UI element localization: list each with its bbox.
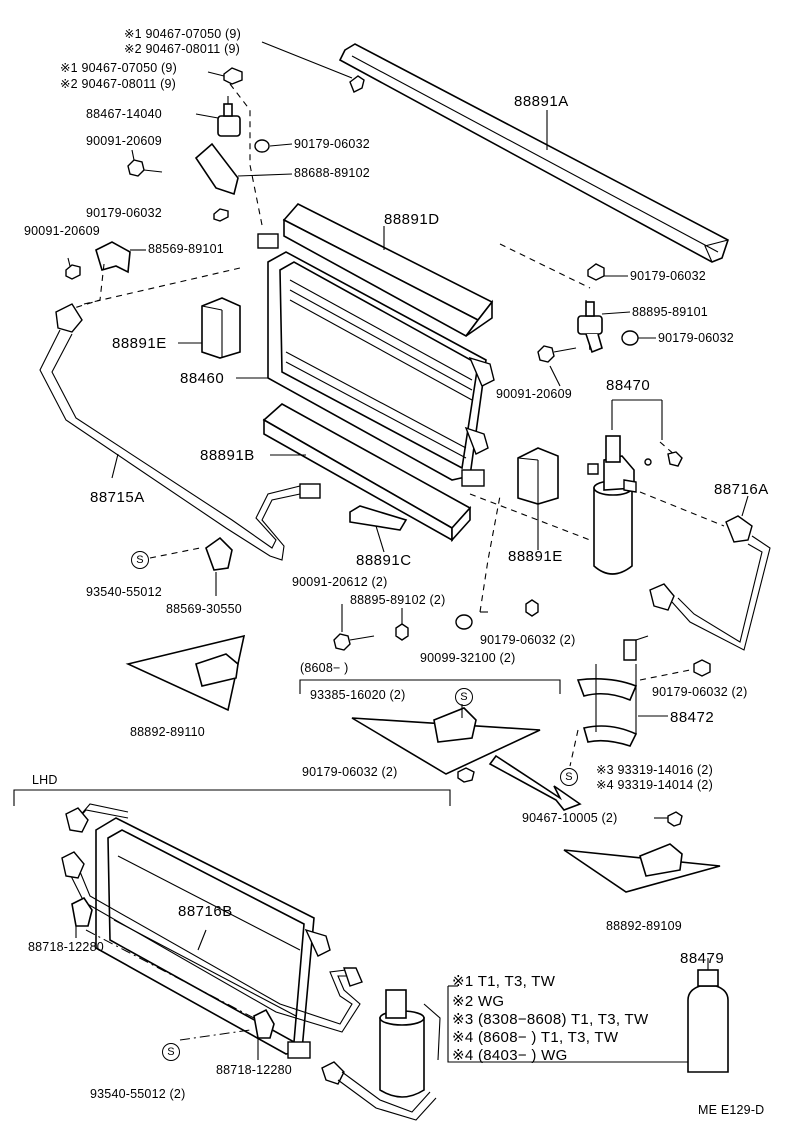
label-p2a: ※1 90467-07050 (9) (60, 61, 177, 75)
label-p44: 88479 (680, 950, 725, 967)
note-5: ※4 (8403− ) WG (452, 1047, 568, 1064)
condenser-lhd (95, 817, 331, 1059)
label-p1a: ※1 90467-07050 (9) (124, 27, 241, 41)
pipe-88716a (649, 515, 771, 651)
label-p41: 88718-12280 (28, 940, 104, 954)
seal-block-88891b (262, 403, 472, 543)
receiver-88470 (587, 435, 637, 575)
label-p32: 90179-06032 (2) (302, 765, 398, 779)
label-p35: 90179-06032 (2) (652, 685, 748, 699)
note-4: ※4 (8608− ) T1, T3, TW (452, 1029, 619, 1046)
label-p42: 88718-12280 (216, 1063, 292, 1077)
note-2: ※2 WG (452, 993, 505, 1010)
insulator-88892-89109 (563, 843, 721, 893)
label-p10: 88891A (514, 93, 569, 110)
label-p40: 88716B (178, 903, 233, 920)
label-p24: 93540-55012 (86, 585, 162, 599)
bracket-88472 (576, 635, 649, 747)
label-p34: 88892-89110 (130, 725, 205, 739)
s-symbol-1: S (131, 551, 149, 569)
label-p23: 88891C (356, 552, 412, 569)
label-p22: 88891E (508, 548, 563, 565)
label-p26: 90091-20612 (2) (292, 575, 388, 589)
label-p36b: ※4 93319-14014 (2) (596, 778, 713, 792)
diagram-code: ME E129-D (698, 1103, 765, 1117)
label-p39: LHD (32, 773, 58, 787)
label-p14: 88891B (200, 447, 255, 464)
label-p20: 88470 (606, 377, 651, 394)
label-p1b: ※2 90467-08011 (9) (124, 42, 241, 56)
label-p33: 88472 (670, 709, 715, 726)
seal-block-88891e-right (517, 447, 559, 505)
note-3: ※3 (8308−8608) T1, T3, TW (452, 1011, 649, 1028)
note-1: ※1 T1, T3, TW (452, 973, 556, 990)
label-p6: 88688-89102 (294, 166, 370, 180)
label-p16: 90179-06032 (630, 269, 706, 283)
label-p12: 88891E (112, 335, 167, 352)
label-p9: 88569-89101 (148, 242, 224, 256)
label-p31: 93385-16020 (2) (310, 688, 406, 702)
insulator-88892-89110 (125, 634, 246, 712)
seal-strip-88891c (349, 505, 408, 531)
pipe-88715a (39, 303, 321, 561)
mount-88895 (577, 301, 603, 354)
label-p21: 88716A (714, 481, 769, 498)
label-p5: 90179-06032 (294, 137, 370, 151)
label-p43: 93540-55012 (2) (90, 1087, 186, 1101)
label-p25: 88569-30550 (166, 602, 242, 616)
label-p30: (8608− ) (300, 661, 349, 675)
s-symbol-4: S (162, 1043, 180, 1061)
mount-88467 (217, 96, 241, 137)
seal-bar-88891a (338, 43, 729, 263)
label-p19: 90091-20609 (496, 387, 572, 401)
seal-block-88891d (282, 203, 494, 338)
label-p17: 88895-89101 (632, 305, 708, 319)
label-p13: 88460 (180, 370, 225, 387)
label-p11: 88891D (384, 211, 440, 228)
receiver-lhd (321, 989, 441, 1121)
insulator-center (351, 707, 541, 775)
pipe-88716b (61, 803, 363, 1033)
label-p37: 90467-10005 (2) (522, 811, 618, 825)
label-p29: 90099-32100 (2) (420, 651, 516, 665)
label-p15: 88715A (90, 489, 145, 506)
seal-block-88891e-left (201, 297, 241, 359)
label-p28: 90179-06032 (2) (480, 633, 576, 647)
label-p8: 90091-20609 (24, 224, 100, 238)
label-p18: 90179-06032 (658, 331, 734, 345)
oil-bottle-88479 (687, 969, 729, 1073)
s-symbol-3: S (560, 768, 578, 786)
label-p4: 90091-20609 (86, 134, 162, 148)
label-p27: 88895-89102 (2) (350, 593, 446, 607)
label-p2b: ※2 90467-08011 (9) (60, 77, 177, 91)
label-p36a: ※3 93319-14016 (2) (596, 763, 713, 777)
label-p7: 90179-06032 (86, 206, 162, 220)
s-symbol-2: S (455, 688, 473, 706)
label-p3: 88467-14040 (86, 107, 162, 121)
label-p38: 88892-89109 (606, 919, 682, 933)
